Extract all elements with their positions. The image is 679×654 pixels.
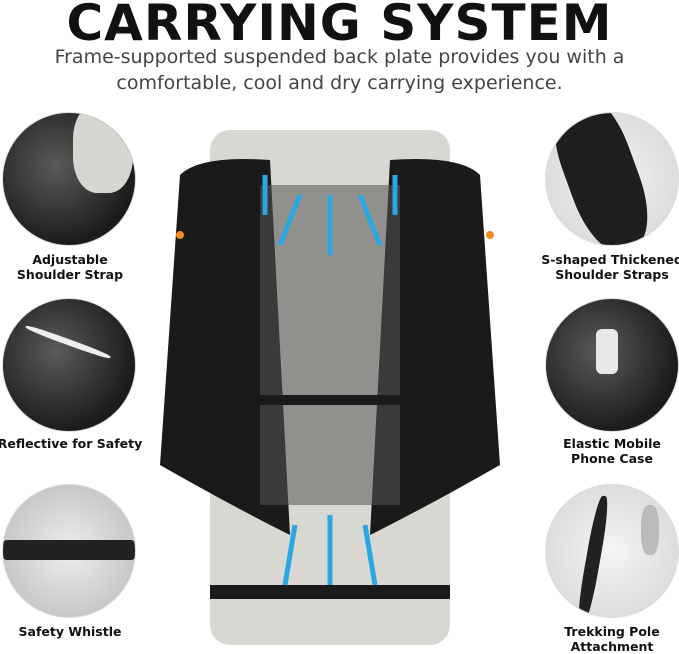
trekking-pole-photo bbox=[545, 484, 679, 618]
airflow-arrows bbox=[262, 175, 398, 586]
safety-whistle-photo bbox=[2, 484, 136, 618]
shoulder-strap-photo bbox=[2, 112, 136, 246]
s-shaped-strap-photo bbox=[545, 112, 679, 246]
phone-case-photo bbox=[545, 298, 679, 432]
page-title: CARRYING SYSTEM bbox=[66, 0, 613, 52]
feature-label: Safety Whistle bbox=[18, 624, 122, 639]
reflective-strip-photo bbox=[2, 298, 136, 432]
backpack-image bbox=[160, 130, 500, 645]
page-subtitle: Frame-supported suspended back plate pro… bbox=[54, 46, 625, 94]
feature-label: Reflective for Safety bbox=[0, 436, 143, 451]
